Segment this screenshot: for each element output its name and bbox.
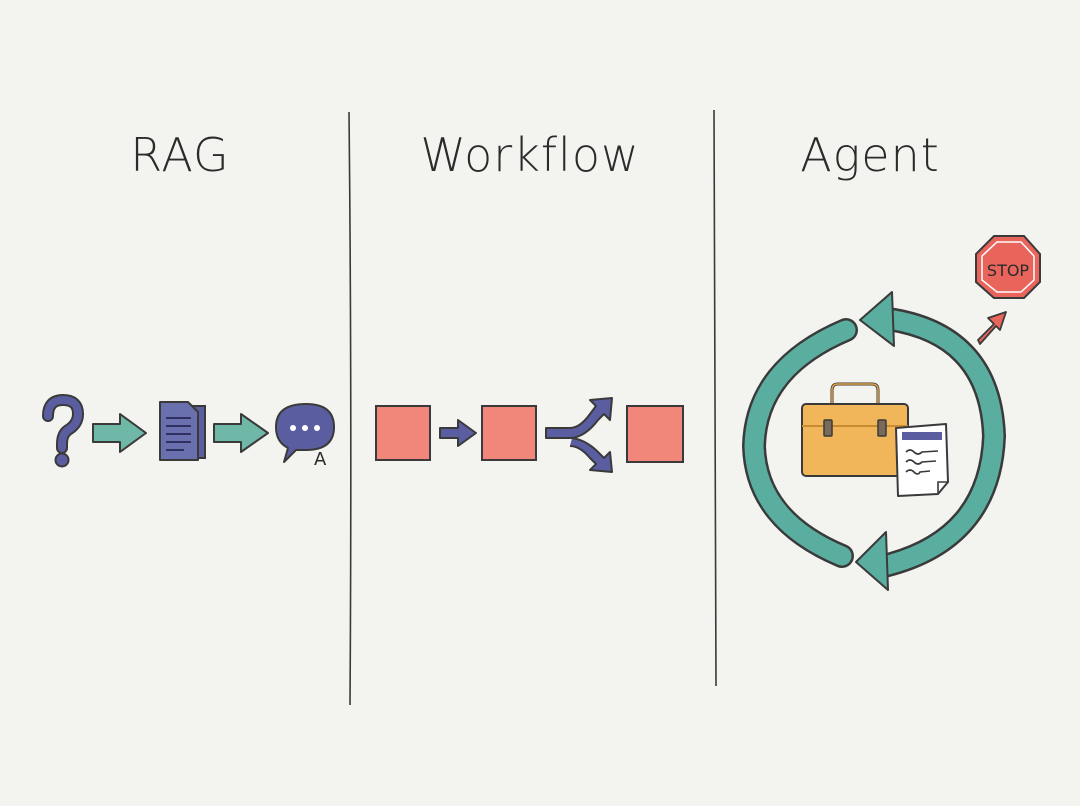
divider-line-right: [713, 109, 717, 687]
divider-line-left: [348, 111, 352, 706]
stop-sign-label: STOP: [987, 261, 1030, 280]
workflow-step-3: [626, 405, 684, 463]
workflow-step-2: [481, 405, 537, 461]
workflow-step-1: [375, 405, 431, 461]
notes-document-icon: [895, 423, 949, 497]
arrow-right-icon: [439, 419, 477, 447]
answer-mark: A: [314, 449, 327, 470]
toolbox-icon: [801, 382, 909, 477]
workflow-title: Workflow: [420, 128, 640, 182]
agent-title: Agent: [800, 128, 940, 182]
stop-sign-icon: [975, 235, 1041, 299]
arrow-right-icon: [92, 413, 147, 453]
rag-title: RAG: [130, 128, 230, 182]
cycle-arrows-icon: [741, 291, 1007, 591]
branch-arrow-icon: [545, 397, 613, 473]
question-mark-icon: [42, 393, 85, 468]
speech-bubble-icon: [275, 403, 335, 463]
document-icon: [159, 401, 206, 461]
exit-arrow-icon: [977, 311, 1007, 345]
arrow-right-icon: [213, 413, 269, 453]
